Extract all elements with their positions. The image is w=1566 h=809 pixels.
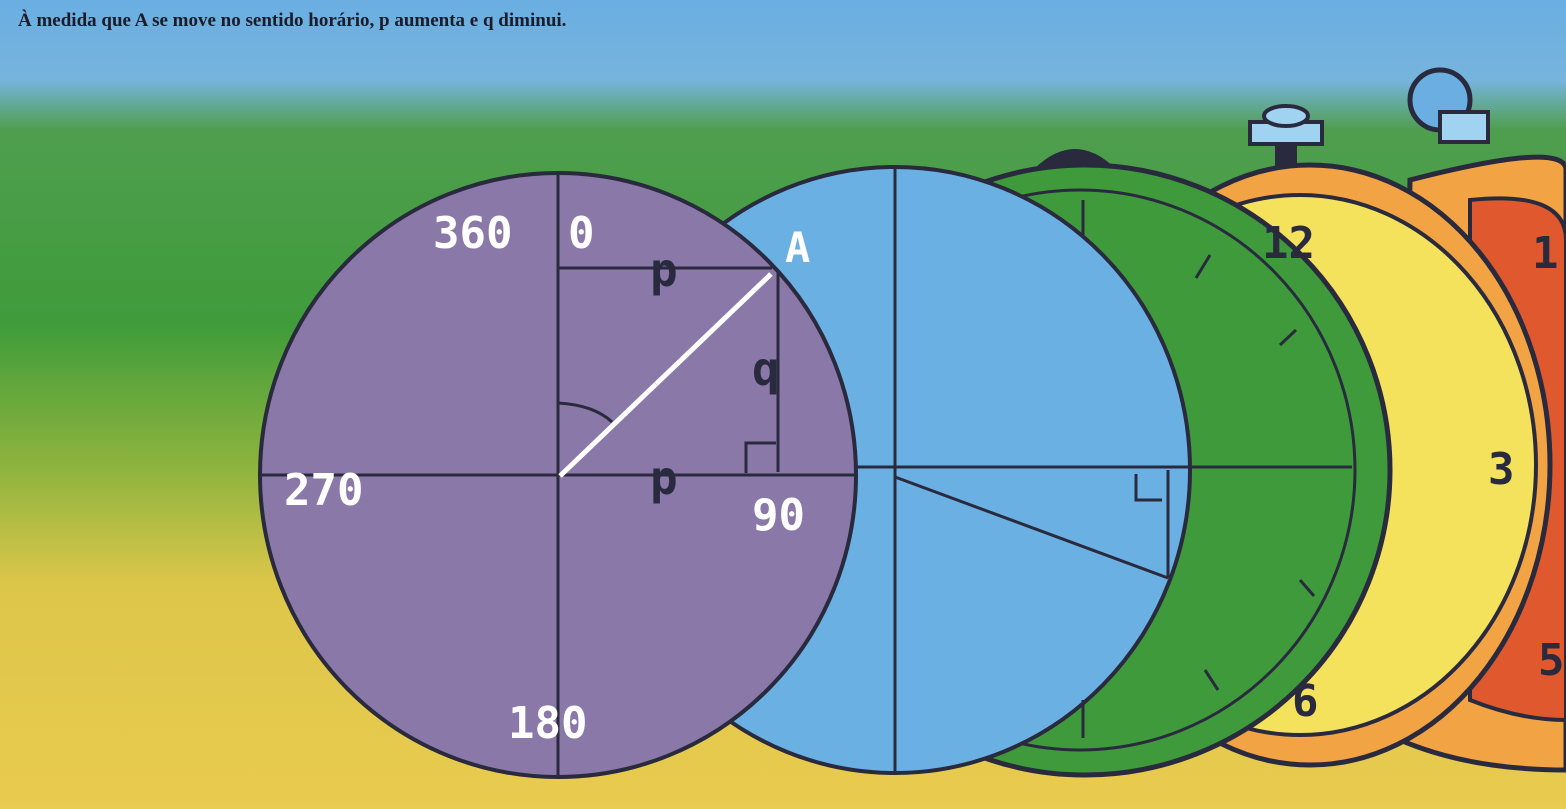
watch-button-icon <box>1262 104 1310 128</box>
label-point-a: A <box>785 223 810 272</box>
angle-arc <box>557 401 614 424</box>
label-270: 270 <box>284 465 363 516</box>
right-angle-marker <box>1134 474 1162 502</box>
label-p-top: p <box>650 243 678 297</box>
watch-stem-icon <box>1275 144 1297 166</box>
right-angle-marker <box>744 441 776 473</box>
clock-number-3: 3 <box>1488 444 1515 495</box>
clock-number-1: 1 <box>1532 228 1559 279</box>
hour-tick-marks <box>1194 254 1316 691</box>
clock-number-6: 6 <box>1292 676 1319 727</box>
caption-text: À medida que A se move no sentido horári… <box>18 10 567 31</box>
blue-radius-line <box>894 475 1169 580</box>
purple-disc <box>258 171 858 779</box>
label-p-bottom: p <box>650 451 678 505</box>
watch-crown-icon <box>1438 110 1490 144</box>
label-q: q <box>752 342 780 396</box>
label-90: 90 <box>752 490 805 541</box>
label-180: 180 <box>508 698 587 749</box>
clock-number-5: 5 <box>1538 635 1565 686</box>
label-0: 0 <box>568 208 595 259</box>
clock-number-12: 12 <box>1262 218 1315 269</box>
white-radius-line <box>558 272 773 478</box>
label-360: 360 <box>433 208 512 259</box>
